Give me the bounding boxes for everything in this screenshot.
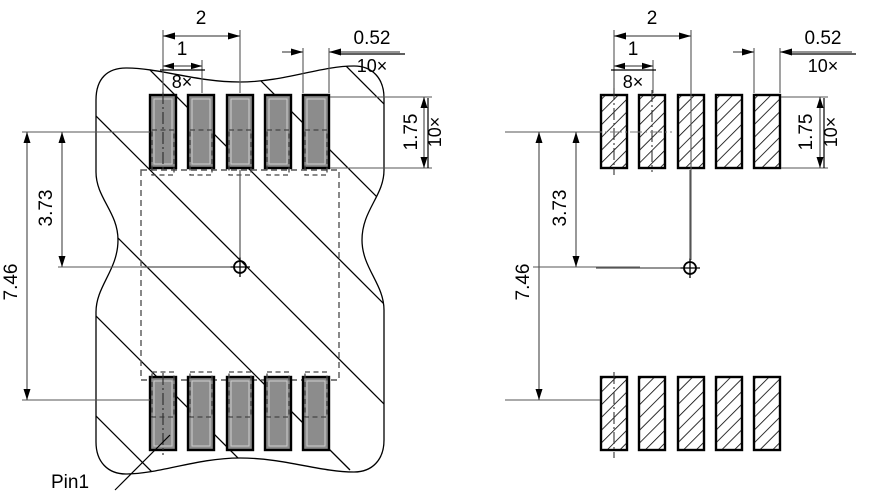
right-pad-bottom-5 bbox=[752, 375, 782, 452]
dim-mult-pad-length-right: 10× bbox=[821, 117, 841, 148]
dim-half-span-right: 3.73 bbox=[505, 131, 640, 268]
dim-mult-pad-length-left: 10× bbox=[425, 117, 445, 148]
bottom-pad-row bbox=[148, 371, 331, 452]
dim-pad-width-left: 0.52 10× bbox=[282, 28, 405, 93]
right-pad-top-5 bbox=[752, 93, 782, 170]
dim-mult-pitch-1-right: 8× bbox=[623, 72, 644, 92]
dim-value-pad-width-right: 0.52 bbox=[805, 28, 842, 49]
right-pad-bottom-4 bbox=[714, 375, 744, 452]
pad-bottom-3 bbox=[225, 371, 255, 452]
right-center-datum-mark bbox=[596, 170, 700, 278]
dim-value-half-span-right: 3.73 bbox=[550, 190, 571, 227]
pad-bottom-4 bbox=[263, 371, 293, 452]
pin1-label: Pin1 bbox=[51, 472, 89, 493]
dim-pad-length-left: 1.75 10× bbox=[330, 96, 445, 169]
pad-top-4 bbox=[263, 93, 293, 176]
dim-half-span-left: 3.73 bbox=[22, 131, 150, 268]
pad-bottom-2 bbox=[186, 371, 216, 452]
dim-pitch-1-left: 1 8× bbox=[160, 39, 205, 93]
dim-value-pitch-2-left: 2 bbox=[196, 8, 207, 29]
pad-top-3 bbox=[225, 93, 255, 176]
dim-full-span-left: 7.46 bbox=[1, 132, 150, 401]
pad-top-5 bbox=[301, 93, 331, 176]
top-pad-row bbox=[148, 93, 331, 176]
dim-value-full-span-left: 7.46 bbox=[1, 264, 22, 301]
pin1-callout: Pin1 bbox=[51, 434, 171, 493]
right-view: 2 1 8× 0.52 10× bbox=[505, 8, 856, 458]
dim-value-full-span-right: 7.46 bbox=[513, 264, 534, 301]
pad-bottom-5 bbox=[301, 371, 331, 452]
dim-value-pad-length-right: 1.75 bbox=[796, 114, 817, 151]
center-datum-mark bbox=[141, 170, 250, 277]
dim-mult-pad-width-right: 10× bbox=[808, 56, 839, 76]
right-pad-bottom-3 bbox=[676, 375, 706, 452]
right-pad-bottom-2 bbox=[637, 375, 667, 452]
dim-value-pad-length-left: 1.75 bbox=[401, 114, 422, 151]
pad-top-2 bbox=[186, 93, 216, 176]
dim-full-span-right: 7.46 bbox=[505, 132, 600, 401]
right-pad-top-4 bbox=[714, 93, 744, 170]
dim-value-half-span-left: 3.73 bbox=[36, 190, 57, 227]
dim-value-pitch-1-right: 1 bbox=[628, 39, 639, 60]
dim-pad-length-right: 1.75 10× bbox=[781, 96, 841, 169]
left-view: 2 1 8× 0.52 10× bbox=[1, 8, 445, 493]
dim-value-pitch-1-left: 1 bbox=[177, 39, 188, 60]
inner-body-dashed-boundary bbox=[140, 169, 340, 381]
dim-pad-width-right: 0.52 10× bbox=[733, 28, 856, 93]
dim-value-pitch-2-right: 2 bbox=[647, 8, 658, 29]
right-bottom-pad-row bbox=[599, 375, 782, 452]
dim-pitch-1-right: 1 8× bbox=[611, 39, 656, 93]
dim-mult-pitch-1-left: 8× bbox=[172, 72, 193, 92]
dim-mult-pad-width-left: 10× bbox=[357, 56, 388, 76]
dim-value-pad-width-left: 0.52 bbox=[354, 28, 391, 49]
